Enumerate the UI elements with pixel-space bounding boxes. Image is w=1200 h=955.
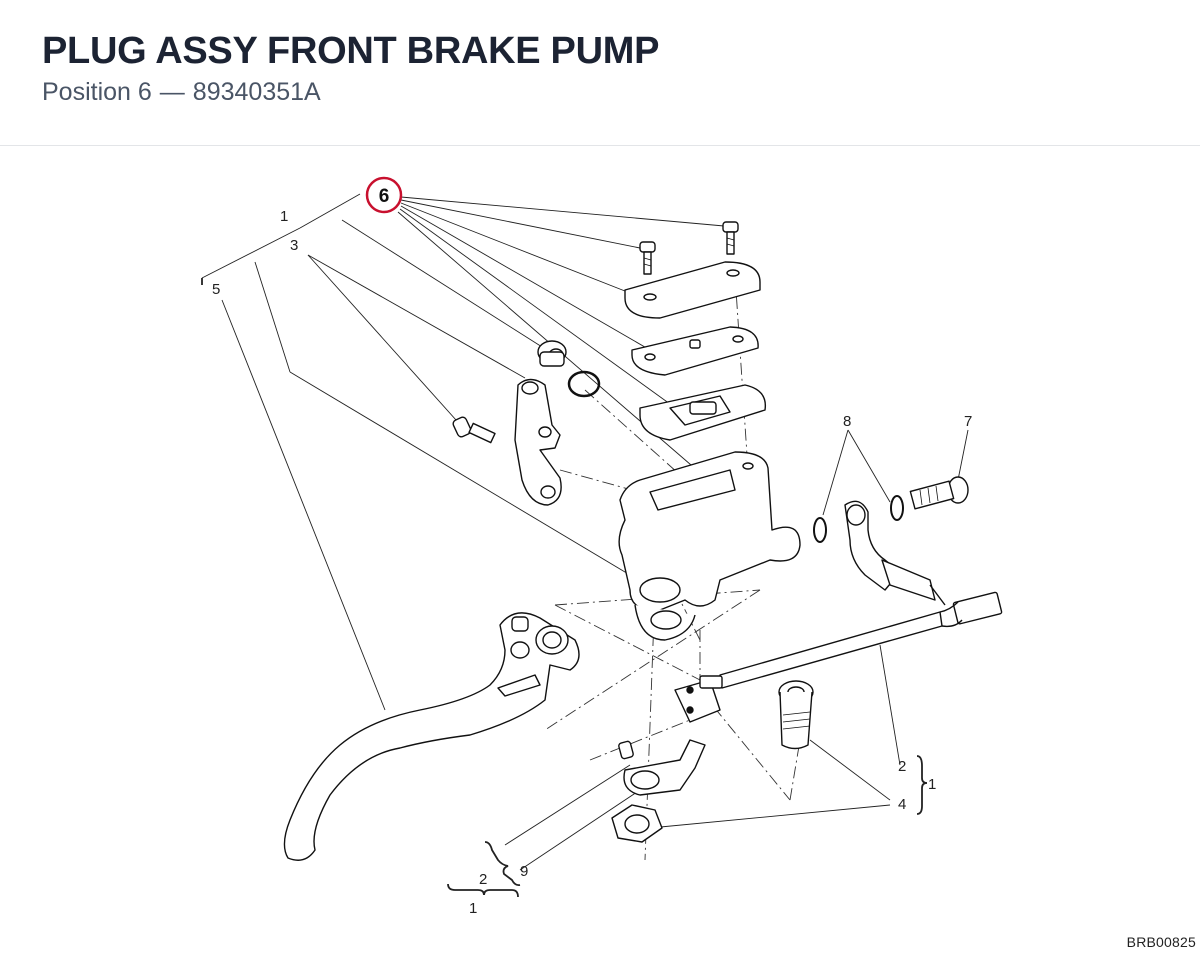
callout-1-right: 1 bbox=[928, 776, 936, 793]
callout-4-right: 4 bbox=[898, 796, 906, 813]
parts bbox=[283, 221, 1003, 861]
callout-3: 3 bbox=[290, 237, 298, 254]
callout-1-bottom: 1 bbox=[469, 900, 477, 917]
highlight-ring bbox=[365, 176, 403, 214]
highlight-marker-6[interactable]: 6 bbox=[365, 176, 403, 214]
cover-screw-right bbox=[722, 221, 739, 255]
position-label: Position 6 bbox=[42, 78, 152, 106]
cover-plate bbox=[631, 326, 759, 376]
callout-5: 5 bbox=[212, 281, 220, 298]
callout-labels: 1 3 5 8 7 2 4 1 9 2 1 bbox=[212, 208, 972, 917]
small-pin bbox=[618, 740, 634, 760]
callout-8: 8 bbox=[843, 413, 851, 430]
banjo-hose bbox=[844, 500, 946, 606]
callout-9: 9 bbox=[520, 863, 528, 880]
brake-lever bbox=[283, 612, 580, 861]
part-number: 89340351A bbox=[192, 78, 321, 106]
clamp-screw bbox=[452, 416, 496, 444]
brake-switch bbox=[674, 675, 723, 723]
drawing-code: BRB00825 bbox=[1126, 934, 1196, 950]
banjo-bolt bbox=[909, 476, 969, 510]
callout-7: 7 bbox=[964, 413, 972, 430]
nut bbox=[611, 804, 663, 843]
cover-screw-left bbox=[639, 241, 656, 275]
reservoir-cover bbox=[624, 261, 761, 319]
brake-switch-cable bbox=[719, 591, 1003, 689]
handlebar-clamp bbox=[514, 378, 562, 506]
callout-2-bottom: 2 bbox=[479, 871, 487, 888]
header-divider bbox=[0, 145, 1200, 146]
bushing bbox=[537, 340, 567, 367]
leader-lines bbox=[201, 193, 969, 871]
pivot-bolt bbox=[778, 680, 814, 750]
callout-1-top: 1 bbox=[280, 208, 288, 225]
page-subtitle: Position 6—89340351A bbox=[42, 78, 321, 107]
braces bbox=[201, 278, 928, 898]
highlight-label: 6 bbox=[379, 186, 390, 207]
page-title: PLUG ASSY FRONT BRAKE PUMP bbox=[42, 30, 660, 72]
callout-2-right: 2 bbox=[898, 758, 906, 775]
page-header: PLUG ASSY FRONT BRAKE PUMP Position 6—89… bbox=[0, 0, 1200, 146]
subtitle-separator: — bbox=[159, 78, 185, 106]
o-ring bbox=[567, 370, 601, 398]
